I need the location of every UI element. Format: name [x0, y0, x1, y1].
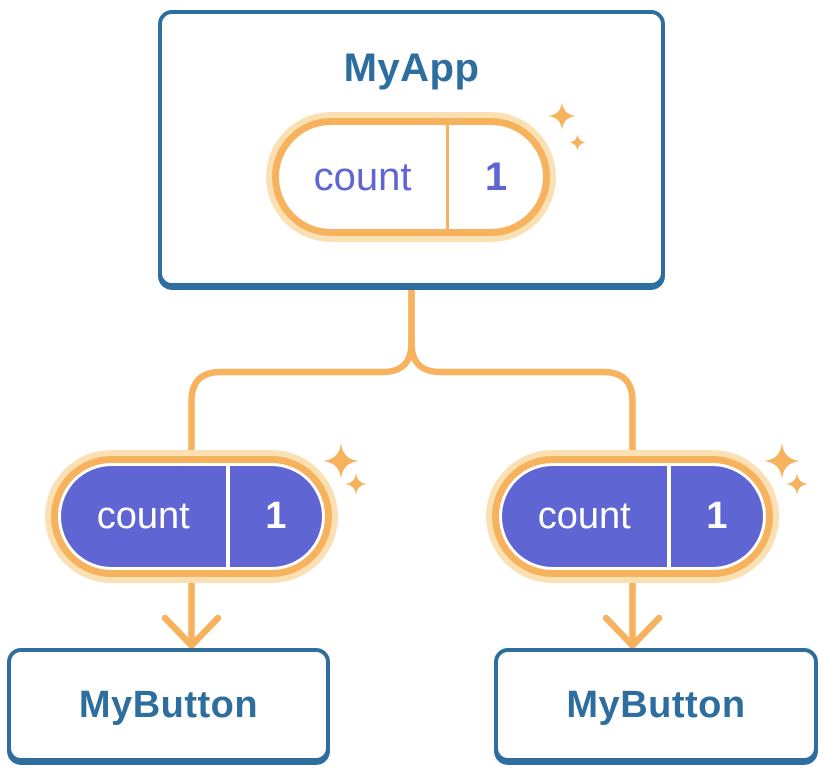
state-pill-ring: count 1	[272, 118, 550, 236]
prop-pill-right-child: count 1	[486, 450, 779, 583]
component-card-mybutton-left: MyButton	[7, 648, 330, 762]
prop-pill-left-child: count 1	[45, 450, 338, 583]
state-name: count	[279, 125, 450, 229]
prop-value: 1	[265, 495, 287, 537]
component-card-mybutton-right: MyButton	[494, 648, 818, 762]
arrowhead-right-icon	[602, 614, 663, 649]
prop-pill-ring: count 1	[51, 456, 332, 577]
state-pill-root: count 1	[266, 112, 556, 242]
state-value: 1	[484, 154, 508, 199]
prop-name: count	[61, 466, 230, 567]
prop-value: 1	[706, 495, 728, 537]
component-title-mybutton-right: MyButton	[566, 683, 746, 726]
component-title-myapp: MyApp	[343, 46, 480, 90]
component-title-mybutton-left: MyButton	[78, 683, 259, 726]
arrowhead-left-icon	[161, 614, 222, 649]
prop-name: count	[502, 466, 671, 567]
prop-pill-ring: count 1	[492, 456, 773, 577]
